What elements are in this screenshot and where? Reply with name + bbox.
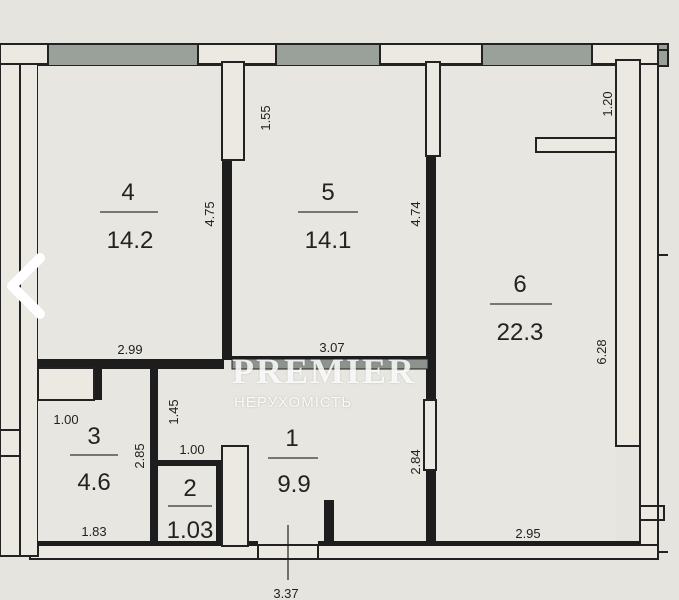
- room-area: 1.03: [167, 517, 214, 544]
- room-number: 5: [321, 179, 334, 206]
- room-4-label: 4 14.2: [100, 179, 158, 254]
- dim-label: 1.00: [179, 442, 204, 457]
- room-floors: [38, 66, 616, 546]
- dim-label: 1.00: [53, 412, 78, 427]
- room-area: 4.6: [77, 469, 110, 496]
- room-2-label: 2 1.03: [167, 475, 214, 544]
- dim-label: 4.74: [408, 201, 423, 226]
- room-number: 1: [285, 425, 298, 452]
- dim-label: 2.84: [408, 449, 423, 474]
- dim-label: 1.83: [81, 524, 106, 539]
- room-area: 14.1: [305, 227, 352, 254]
- dim-label: 2.95: [515, 526, 540, 541]
- room-area: 22.3: [497, 319, 544, 346]
- right-wall-marks: [639, 49, 668, 553]
- chevron-left-icon: [7, 253, 45, 319]
- room-labels: 4 14.2 5 14.1 6 22.3 3 4.6 2: [70, 179, 552, 544]
- dim-label: 4.75: [202, 201, 217, 226]
- room-number: 6: [513, 271, 526, 298]
- dim-label: 2.99: [117, 342, 142, 357]
- prev-image-button[interactable]: [0, 250, 52, 322]
- dim-label: 1.55: [258, 105, 273, 130]
- dim-label: 3.37: [273, 586, 298, 600]
- room-number: 4: [121, 179, 134, 206]
- dim-label: 6.28: [594, 339, 609, 364]
- room-area: 14.2: [107, 227, 154, 254]
- dim-label: 1.45: [166, 399, 181, 424]
- room-6-label: 6 22.3: [490, 271, 552, 346]
- dim-label: 2.85: [132, 443, 147, 468]
- room-number: 2: [183, 475, 196, 502]
- dim-label: 1.20: [600, 91, 615, 116]
- room-5-label: 5 14.1: [298, 179, 358, 254]
- room-1-label: 1 9.9: [268, 425, 318, 498]
- partitions: [0, 59, 641, 547]
- room-3-label: 3 4.6: [70, 423, 118, 496]
- dim-label: 3.07: [319, 340, 344, 355]
- dimension-labels: 1.55 1.20 4.75 4.74 6.28 2.99 3.07 1.45 …: [53, 91, 615, 600]
- room-area: 9.9: [277, 471, 310, 498]
- room-number: 3: [87, 423, 100, 450]
- corridor-strip: [231, 358, 429, 370]
